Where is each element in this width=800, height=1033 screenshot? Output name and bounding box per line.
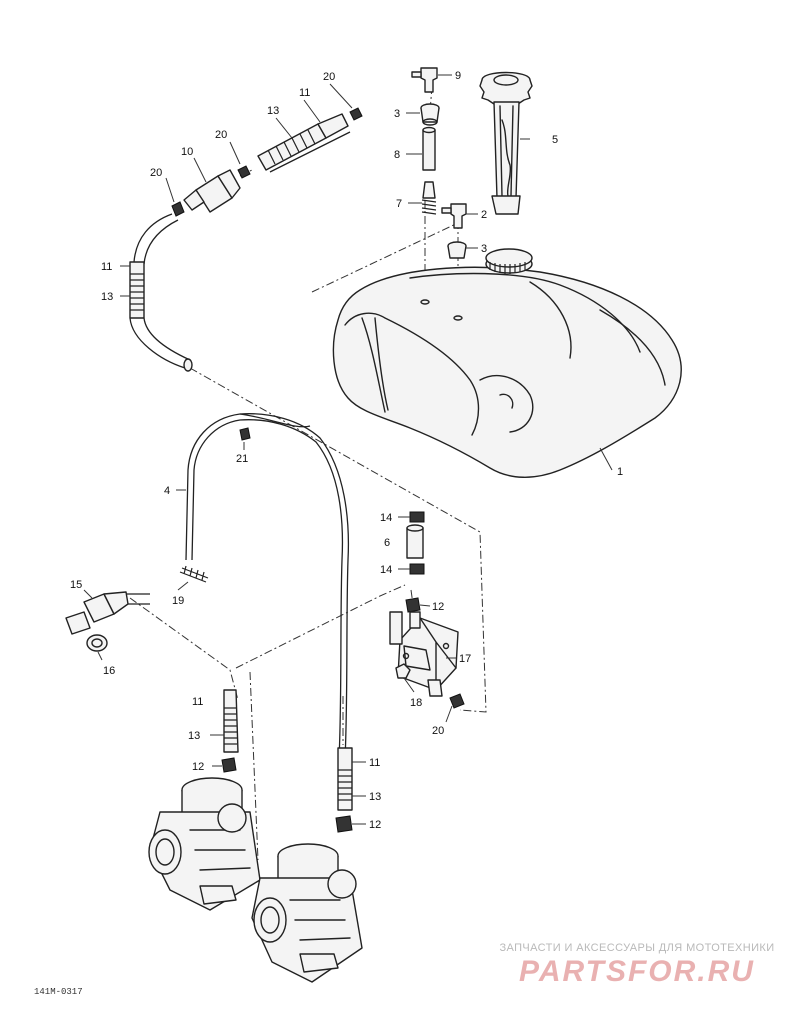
callout-13-top: 13 <box>267 105 279 117</box>
clamp-20-left <box>171 201 185 217</box>
callout-11-top: 11 <box>299 87 310 99</box>
callout-21: 21 <box>236 453 248 465</box>
callout-4: 4 <box>164 485 170 497</box>
seal-ring-16 <box>86 634 108 652</box>
clamp-14-lower <box>409 563 425 575</box>
callout-12-pump: 12 <box>432 601 444 613</box>
carb-hose-right <box>335 747 353 833</box>
callout-13-left: 13 <box>101 291 113 303</box>
callout-18: 18 <box>410 697 422 709</box>
callout-14-upper: 14 <box>380 512 392 524</box>
carb-hose-left <box>221 689 239 773</box>
clamp-20-mid <box>237 165 251 179</box>
hose-short-8 <box>422 126 436 171</box>
clamp-12-pump <box>405 597 421 613</box>
callout-20-top: 20 <box>323 71 335 83</box>
callout-20-left: 20 <box>150 167 162 179</box>
carburetor-right <box>251 843 363 983</box>
callout-6: 6 <box>384 537 390 549</box>
callout-2: 2 <box>481 209 487 221</box>
elbow-fitting-lower <box>441 203 467 229</box>
callout-8: 8 <box>394 149 400 161</box>
clamp-20-pump <box>449 693 465 709</box>
fuel-tank <box>332 248 682 478</box>
check-valve-7 <box>421 181 437 215</box>
fuel-gauge <box>479 71 533 215</box>
reference-code: 141M-0317 <box>34 987 83 997</box>
callout-labels: 9 3 8 7 2 3 5 1 20 11 13 20 10 20 11 13 … <box>70 70 623 831</box>
callout-11-carb-left: 11 <box>192 696 203 708</box>
elbow-fitting-upper <box>411 67 438 93</box>
callout-3-upper: 3 <box>394 108 400 120</box>
callout-14-lower: 14 <box>380 564 392 576</box>
grommet-lower <box>447 241 467 259</box>
callout-1: 1 <box>617 466 623 478</box>
callout-15: 15 <box>70 579 82 591</box>
hose-6 <box>406 524 424 559</box>
callout-13-carb-right: 13 <box>369 791 381 803</box>
spring-19 <box>179 565 209 583</box>
watermark-subtitle: ЗАПЧАСТИ И АКСЕССУАРЫ ДЛЯ МОТОТЕХНИКИ <box>499 942 775 954</box>
callout-5: 5 <box>552 134 558 146</box>
grommet-upper <box>420 103 440 126</box>
watermark-logo: PARTSFOR.RU <box>519 955 755 988</box>
vent-hose-upper <box>257 113 351 173</box>
nut-18 <box>395 663 411 679</box>
callout-11-left: 11 <box>101 261 112 273</box>
fuel-line-left <box>129 213 193 372</box>
primer-15 <box>65 591 150 635</box>
clamp-14-upper <box>409 511 425 523</box>
callout-20-pump: 20 <box>432 725 444 737</box>
callout-12-carb-left: 12 <box>192 761 204 773</box>
fuel-pump-17 <box>389 611 459 697</box>
clamp-20-top <box>349 107 363 121</box>
callout-3-lower: 3 <box>481 243 487 255</box>
leader-lines <box>83 74 613 825</box>
callout-12-carb-right: 12 <box>369 819 381 831</box>
callout-19: 19 <box>172 595 184 607</box>
callout-7: 7 <box>396 198 402 210</box>
callout-11-carb-right: 11 <box>369 757 380 769</box>
callout-16: 16 <box>103 665 115 677</box>
fuel-filter-10 <box>183 169 241 213</box>
carburetor-left <box>148 777 261 911</box>
callout-9: 9 <box>455 70 461 82</box>
fuel-line-4 <box>185 413 350 761</box>
callout-17: 17 <box>459 653 471 665</box>
callout-10: 10 <box>181 146 193 158</box>
clip-21 <box>239 427 251 441</box>
callout-13-carb-left: 13 <box>188 730 200 742</box>
callout-20-mid: 20 <box>215 129 227 141</box>
